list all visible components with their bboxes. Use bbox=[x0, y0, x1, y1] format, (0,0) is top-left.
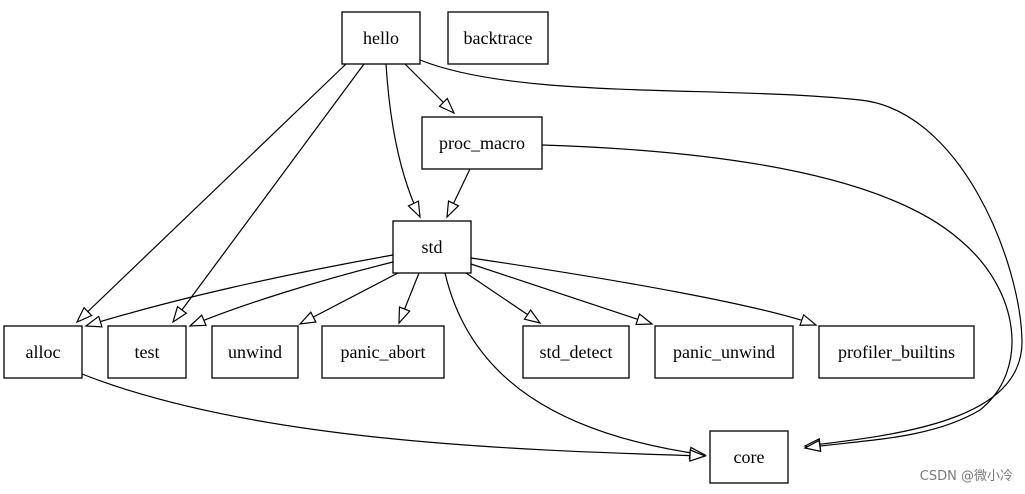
edge-hello-to-core bbox=[419, 59, 1023, 447]
edge-std-to-alloc bbox=[85, 254, 394, 327]
node-alloc-box bbox=[3, 325, 83, 379]
edge-std-to-core bbox=[444, 272, 706, 456]
node-std-detect-label: std_detect bbox=[540, 342, 613, 362]
edge-hello-to-std bbox=[385, 63, 421, 218]
node-panic-abort-label: panic_abort bbox=[341, 342, 426, 362]
node-core-label: core bbox=[734, 447, 765, 467]
node-profiler-builtins: profiler_builtins bbox=[818, 325, 975, 379]
watermark: CSDN @微小冷 bbox=[919, 469, 1013, 484]
edge-hello-to-proc-macro-arrowhead bbox=[438, 97, 456, 115]
edge-std-to-unwind bbox=[299, 272, 399, 325]
node-alloc: alloc bbox=[3, 325, 83, 379]
node-proc-macro-label: proc_macro bbox=[439, 133, 525, 153]
node-std-box bbox=[392, 220, 472, 274]
edge-std-to-panic-unwind bbox=[470, 263, 653, 325]
edge-hello-to-test bbox=[172, 63, 365, 323]
node-panic-abort: panic_abort bbox=[321, 325, 445, 379]
node-std-detect: std_detect bbox=[522, 325, 630, 379]
node-std: std bbox=[392, 220, 472, 274]
edge-hello-to-alloc-arrowhead bbox=[75, 306, 93, 324]
edge-std-to-profiler-builtins bbox=[470, 257, 817, 326]
node-hello: hello bbox=[341, 11, 421, 65]
node-unwind-box bbox=[211, 325, 299, 379]
node-std-label: std bbox=[421, 237, 442, 257]
edge-std-to-test bbox=[189, 261, 394, 327]
node-panic-unwind-box bbox=[654, 325, 794, 379]
node-hello-box bbox=[341, 11, 421, 65]
edge-std-to-profiler-builtins-arrowhead bbox=[799, 313, 818, 326]
edge-std-to-test-arrowhead bbox=[188, 314, 207, 327]
node-profiler-builtins-box bbox=[818, 325, 975, 379]
node-proc-macro-box bbox=[421, 116, 543, 170]
node-panic-unwind-label: panic_unwind bbox=[673, 342, 775, 362]
edge-std-to-std-detect-arrowhead bbox=[523, 308, 542, 324]
node-test-label: test bbox=[135, 342, 160, 362]
node-test-box bbox=[107, 325, 187, 379]
node-panic-abort-box bbox=[321, 325, 445, 379]
edge-proc-macro-to-core bbox=[541, 144, 1013, 449]
edges-layer bbox=[75, 59, 1023, 462]
node-core: core bbox=[709, 430, 789, 484]
edge-hello-to-alloc bbox=[76, 63, 347, 323]
node-panic-unwind: panic_unwind bbox=[654, 325, 794, 379]
node-backtrace-label: backtrace bbox=[464, 28, 533, 48]
edge-alloc-to-core-arrowhead bbox=[689, 449, 707, 462]
node-alloc-label: alloc bbox=[26, 342, 61, 362]
node-backtrace: backtrace bbox=[447, 11, 549, 65]
edge-std-to-panic-abort-arrowhead bbox=[398, 306, 411, 325]
edge-hello-to-std-arrowhead bbox=[407, 200, 421, 219]
node-backtrace-box bbox=[447, 11, 549, 65]
edge-proc-macro-to-std-arrowhead bbox=[446, 200, 460, 219]
edge-alloc-to-core bbox=[81, 373, 706, 457]
node-hello-label: hello bbox=[363, 28, 399, 48]
node-proc-macro: proc_macro bbox=[421, 116, 543, 170]
node-unwind: unwind bbox=[211, 325, 299, 379]
node-std-detect-box bbox=[522, 325, 630, 379]
edge-hello-to-test-arrowhead bbox=[171, 305, 188, 324]
edge-std-to-alloc-arrowhead bbox=[84, 315, 103, 328]
node-core-box bbox=[709, 430, 789, 484]
edge-proc-macro-to-core-arrowhead bbox=[803, 439, 822, 453]
edge-std-to-panic-unwind-arrowhead bbox=[635, 313, 654, 326]
edge-std-to-unwind-arrowhead bbox=[298, 311, 317, 325]
node-profiler-builtins-label: profiler_builtins bbox=[838, 342, 955, 362]
node-test: test bbox=[107, 325, 187, 379]
node-unwind-label: unwind bbox=[228, 342, 282, 362]
